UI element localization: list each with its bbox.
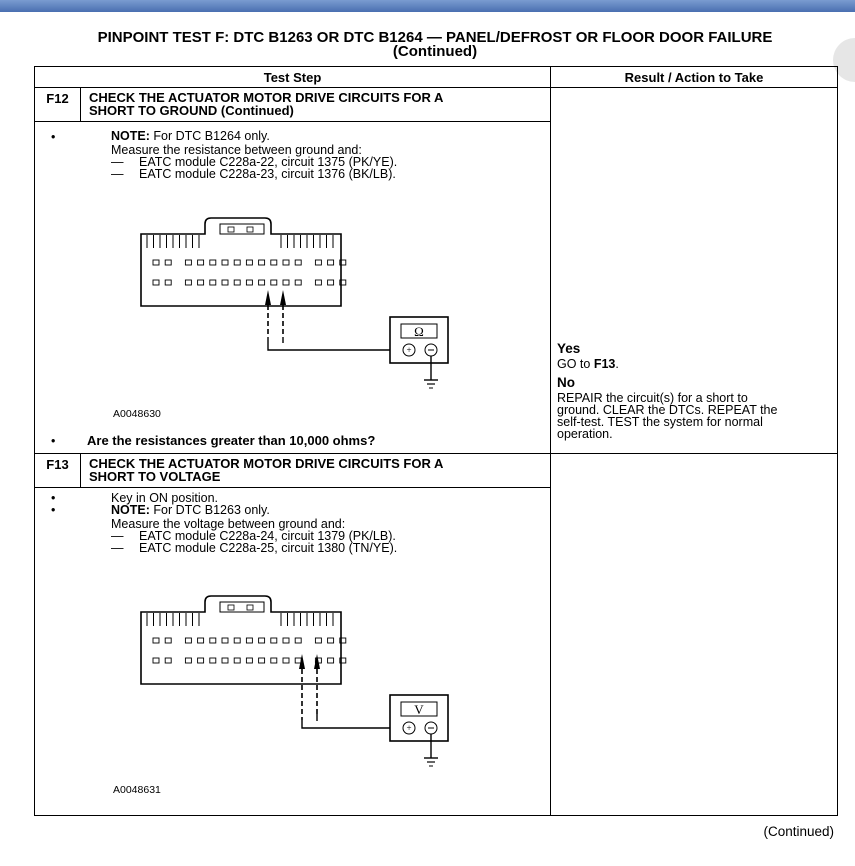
f13-bullet-2: • [51,503,56,517]
f13-voltmeter: V + [389,694,449,742]
svg-text:+: + [406,345,411,355]
f12-dash-2: — [111,167,124,181]
f13-item-1: EATC module C228a-24, circuit 1379 (PK/L… [139,529,396,543]
step-f12-body-row: • NOTE: For DTC B1264 only. Measure the … [34,121,838,454]
f12-measure: Measure the resistance between ground an… [111,143,362,157]
f12-connector-ribs-left [146,235,200,248]
footer-continued: (Continued) [763,824,834,839]
f13-dash-2: — [111,541,124,555]
f12-connector [140,217,347,307]
result-no-label: No [557,375,575,390]
result-no-line-3: self-test. TEST the system for normal [557,415,763,429]
f13-connector-pins-row-2 [152,657,347,664]
svg-text:+: + [406,723,411,733]
step-f12-title: CHECK THE ACTUATOR MOTOR DRIVE CIRCUITS … [80,87,551,122]
f13-test-leads [299,654,403,729]
header-result: Result / Action to Take [550,66,838,88]
step-id-f12: F12 [34,87,81,122]
f13-note: NOTE: For DTC B1263 only. [111,503,270,517]
step-id-f13: F13 [34,453,81,488]
f13-measure: Measure the voltage between ground and: [111,517,346,531]
result-yes-target: F13 [593,357,616,371]
table-header-row: Test Step Result / Action to Take [34,66,838,88]
f13-connector-ribs-left [146,613,200,626]
page-title-continued: (Continued) [392,43,478,60]
f13-connector-ribs-right [280,613,334,626]
page-scroll-handle[interactable] [833,38,855,82]
step-f13-result [550,453,838,816]
top-title-bar [0,0,855,12]
result-no-line-1: REPAIR the circuit(s) for a short to [557,391,748,405]
result-yes-lead: GO to [557,357,594,371]
f13-connector-pins-row-1 [152,637,347,644]
step-f12-title-line-1: CHECK THE ACTUATOR MOTOR DRIVE CIRCUITS … [89,90,444,105]
step-f13-title-row: F13 CHECK THE ACTUATOR MOTOR DRIVE CIRCU… [34,453,838,816]
f12-note: NOTE: For DTC B1264 only. [111,129,270,143]
f12-ohmmeter: Ω + [389,316,449,364]
f12-connector-ribs-right [280,235,334,248]
f12-test-leads [265,290,403,351]
f13-key-on: Key in ON position. [111,491,218,505]
f12-ohm-symbol: Ω [414,324,424,339]
result-no-line-4: operation. [557,427,613,441]
step-f12-title-row: F12 CHECK THE ACTUATOR MOTOR DRIVE CIRCU… [34,87,838,454]
f12-item-1: EATC module C228a-22, circuit 1375 (PK/Y… [139,155,398,169]
f13-note-lead: NOTE: [111,503,150,517]
f13-note-text: For DTC B1263 only. [149,503,270,517]
f12-dash-1: — [111,155,124,169]
step-f13-body: • Key in ON position. • NOTE: For DTC B1… [34,487,551,816]
result-yes-text: GO to F13. [557,357,827,371]
pinpoint-test-table: Test Step Result / Action to Take F12 CH… [34,66,838,816]
f12-ohmmeter-diagram: Ω + [140,217,449,389]
f12-connector-pins-row-1 [152,259,347,266]
step-f12-title-line-2: SHORT TO GROUND (Continued) [89,103,294,118]
f12-item-2: EATC module C228a-23, circuit 1376 (BK/L… [139,167,396,181]
step-f13-title-line-1: CHECK THE ACTUATOR MOTOR DRIVE CIRCUITS … [89,456,444,471]
f12-figure-id: A0048630 [113,408,161,420]
f12-question: Are the resistances greater than 10,000 … [87,433,376,448]
step-f12-body: • NOTE: For DTC B1264 only. Measure the … [34,121,551,454]
f13-item-2: EATC module C228a-25, circuit 1380 (TN/Y… [139,541,398,555]
result-no-line-2: ground. CLEAR the DTCs. REPEAT the [557,403,778,417]
f12-ground-symbol [424,356,438,389]
step-f13-title: CHECK THE ACTUATOR MOTOR DRIVE CIRCUITS … [80,453,551,488]
f13-voltmeter-diagram: V + [140,595,449,767]
step-f12-result: Yes GO to F13. No REPAIR the circuit(s) … [550,87,838,454]
step-f13-title-line-2: SHORT TO VOLTAGE [89,469,221,484]
f12-bullet-1: • [51,130,56,144]
step-f13-body-row: • Key in ON position. • NOTE: For DTC B1… [34,487,838,816]
page-title: PINPOINT TEST F: DTC B1263 OR DTC B1264 … [97,29,773,46]
f13-volt-symbol: V [414,702,424,717]
result-yes-label: Yes [557,341,581,356]
f13-ground-symbol [424,734,438,767]
f12-note-lead: NOTE: [111,129,150,143]
f12-bullet-2: • [51,434,56,448]
result-yes-end: . [615,357,619,371]
f12-note-text: For DTC B1264 only. [149,129,270,143]
f13-dash-1: — [111,529,124,543]
f13-figure-id: A0048631 [113,784,161,796]
f13-connector [140,595,347,685]
f12-connector-pins-row-2 [152,279,347,286]
f13-bullet-1: • [51,491,56,505]
header-test-step: Test Step [34,66,551,88]
